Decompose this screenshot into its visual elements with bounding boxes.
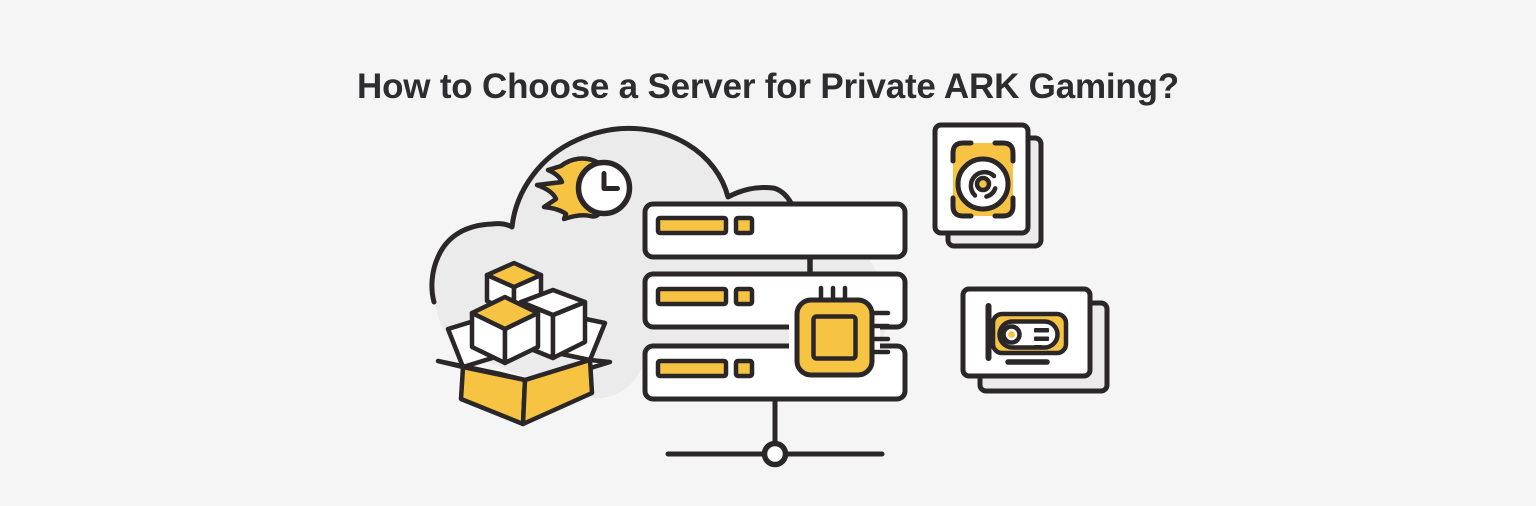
gpu-vent: [1034, 345, 1042, 350]
package-box-icon: [435, 260, 613, 427]
speed-clock-icon: [534, 156, 633, 222]
gpu-fan-hub: [1008, 331, 1015, 338]
server-indicator-bar: [655, 358, 729, 379]
server-unit-1: [642, 201, 908, 260]
box-right-wall: [520, 357, 595, 427]
hdd-platter-groove: [968, 169, 997, 198]
hdd-corner-bracket: [950, 195, 974, 219]
hdd-corner-bracket: [992, 195, 1016, 219]
chip-core: [811, 314, 858, 361]
big-cube-top-face: [469, 294, 541, 332]
cpu-chip-icon: [789, 285, 891, 383]
hdd-platter-groove: [984, 186, 998, 199]
network-node: [665, 397, 885, 468]
right-cube-top-face: [518, 287, 588, 318]
gpu-card-icon: [960, 286, 1110, 394]
gpu-vent: [1034, 328, 1049, 333]
server-indicator-bar: [655, 215, 729, 236]
server-indicator-square: [733, 358, 755, 379]
small-cube-top-face: [484, 260, 544, 290]
server-indicator-square: [733, 215, 755, 236]
hdd-corner-bracket: [992, 140, 1016, 164]
cloud-outline: [429, 125, 794, 305]
clock-hands: [601, 171, 620, 191]
network-node-circle: [761, 440, 789, 468]
gpu-vent: [1034, 336, 1049, 341]
server-indicator-bar: [655, 286, 729, 307]
page-title: How to Choose a Server for Private ARK G…: [357, 67, 1179, 107]
server-indicator-square: [733, 286, 755, 307]
hard-drive-icon: [932, 122, 1044, 249]
hdd-spindle: [974, 175, 992, 193]
hdd-corner-bracket: [950, 140, 974, 164]
